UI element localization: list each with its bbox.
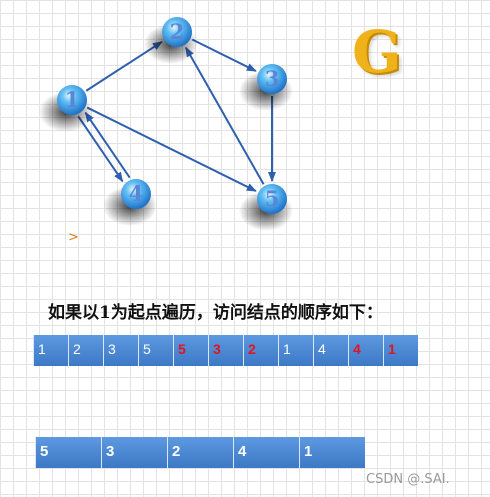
- graph-node-label: 2: [170, 19, 185, 44]
- edge-5-to-2: [185, 46, 265, 185]
- result-cell: 1: [299, 437, 365, 468]
- edge-2-to-3: [191, 38, 257, 72]
- edge-4-to-1: [84, 111, 131, 179]
- graph-node-3: 3: [239, 64, 293, 111]
- result-cell: 3: [101, 437, 167, 468]
- visit-cell: 5: [138, 335, 173, 366]
- graph-node-label: 3: [265, 66, 280, 91]
- pointer-glyph: >: [68, 230, 79, 245]
- visit-cell: 1: [33, 335, 68, 366]
- traversal-caption: 如果以1为起点遍历，访问结点的顺序如下：: [48, 303, 383, 323]
- watermark: CSDN @.SAI.: [366, 472, 450, 487]
- result-cell: 2: [167, 437, 233, 468]
- visit-cell: 2: [68, 335, 103, 366]
- visit-cell: 2: [243, 335, 278, 366]
- visit-cell: 5: [173, 335, 208, 366]
- edge-1-to-4: [77, 115, 124, 183]
- graph-node-2: 2: [144, 17, 198, 64]
- graph-node-label: 5: [265, 186, 280, 211]
- visit-cell: 3: [103, 335, 138, 366]
- graph-node-label: 4: [129, 181, 144, 206]
- result-cell: 5: [35, 437, 101, 468]
- graph-node-label: 1: [65, 87, 80, 112]
- graph-title-letter: G: [352, 18, 402, 86]
- visit-cell: 1: [278, 335, 313, 366]
- visit-cell: 4: [348, 335, 383, 366]
- visit-cell: 4: [313, 335, 348, 366]
- visit-cell: 3: [208, 335, 243, 366]
- graph-node-4: 4: [103, 179, 157, 226]
- edge-1-to-5: [86, 106, 257, 192]
- directed-graph: 1 2 3 4 5: [39, 17, 293, 231]
- graph-node-5: 5: [239, 184, 293, 231]
- result-cell: 4: [233, 437, 299, 468]
- visit-cell: 1: [383, 335, 418, 366]
- graph-node-1: 1: [39, 85, 93, 132]
